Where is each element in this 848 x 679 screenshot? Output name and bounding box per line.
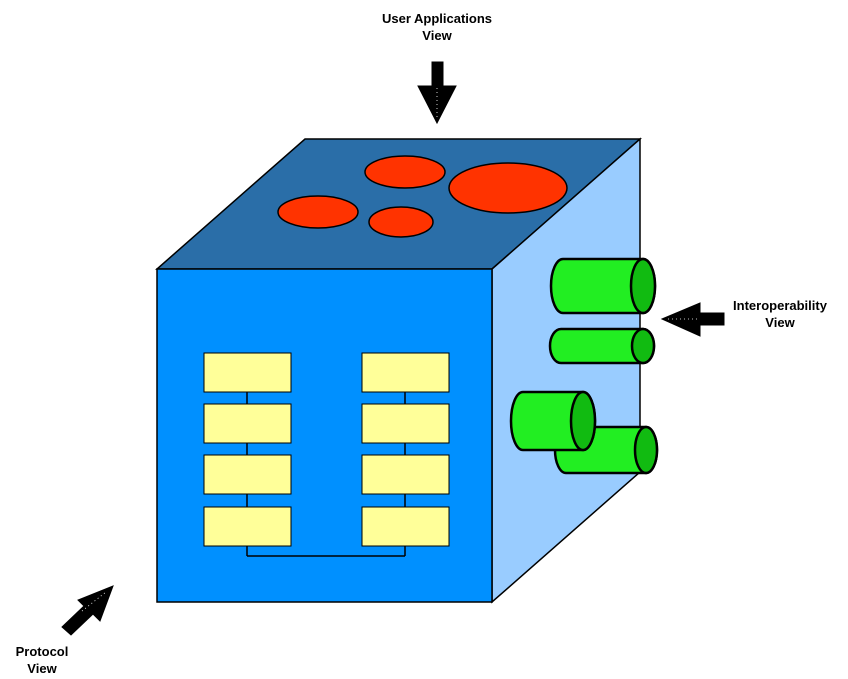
protocol-layer-box bbox=[361, 352, 450, 393]
cylinder-end bbox=[633, 425, 659, 475]
cylinder bbox=[509, 390, 597, 452]
protocol-layer-box bbox=[361, 506, 450, 547]
user-application-ellipses bbox=[277, 155, 568, 238]
arrow-down-icon bbox=[417, 61, 457, 125]
cylinder-end bbox=[629, 257, 657, 315]
cylinder bbox=[548, 327, 656, 365]
label-line: View bbox=[422, 28, 452, 43]
label-line: View bbox=[27, 661, 57, 676]
protocol-layer-box bbox=[203, 454, 292, 495]
arrow-left-icon bbox=[660, 302, 725, 337]
label-line: Protocol bbox=[15, 644, 69, 659]
app-ellipse bbox=[368, 206, 434, 238]
user-applications-view-label: User Applications View bbox=[352, 10, 522, 44]
protocol-layer-box bbox=[361, 454, 450, 495]
protocol-layer-box bbox=[203, 506, 292, 547]
app-ellipse bbox=[364, 155, 446, 189]
protocol-view-label: Protocol View bbox=[4, 643, 80, 677]
protocol-layer-box bbox=[203, 352, 292, 393]
app-ellipse bbox=[448, 162, 568, 214]
arrow-up-right-icon bbox=[61, 585, 114, 636]
protocol-layer-box bbox=[203, 403, 292, 444]
interoperability-view-label: Interoperability View bbox=[716, 297, 844, 331]
label-line: User Applications bbox=[381, 11, 493, 26]
cylinder-end bbox=[569, 390, 597, 452]
app-ellipse bbox=[277, 195, 359, 229]
cylinder bbox=[549, 257, 657, 315]
protocol-stacks bbox=[203, 352, 450, 557]
label-line: View bbox=[765, 315, 795, 330]
protocol-layer-box bbox=[361, 403, 450, 444]
label-line: Interoperability bbox=[733, 298, 827, 313]
interop-cylinders bbox=[509, 257, 659, 475]
cylinder-end bbox=[630, 327, 656, 365]
